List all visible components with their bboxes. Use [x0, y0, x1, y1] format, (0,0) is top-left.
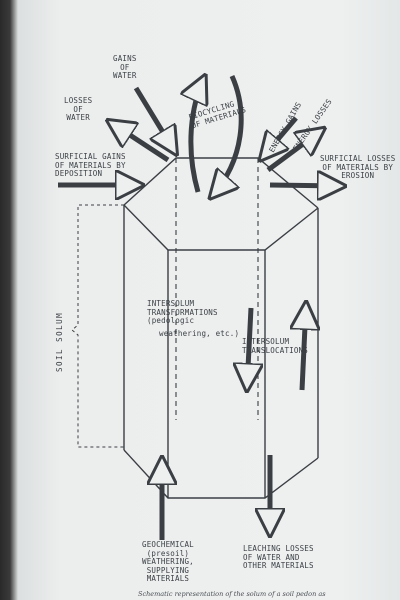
prism-bottom — [123, 449, 319, 499]
figure-caption: Schematic representation of the solum of… — [138, 590, 326, 598]
solum-prism — [123, 157, 319, 499]
gains-of-water-arrow — [133, 86, 175, 152]
biocycling-up-arrow — [191, 78, 204, 193]
prism-front-top — [123, 204, 319, 251]
translocation-down-arrow — [247, 307, 251, 388]
label-geochemical: GEOCHEMICAL (presoil) WEATHERING, SUPPLY… — [142, 540, 194, 583]
biocycling-down-arrow — [212, 74, 244, 196]
losses-of-water-arrow — [110, 122, 170, 163]
label-soil-solum: SOIL SOLUM — [55, 311, 64, 372]
translocation-up-arrow — [302, 305, 306, 391]
energy-losses-arrow — [266, 130, 322, 173]
soil-solum-bracket — [71, 204, 124, 448]
energy-gains-arrow — [262, 116, 298, 158]
label-intersolum-transformations: INTERSOLUM TRANSFORMATIONS (pedologic we… — [147, 299, 240, 338]
surficial-losses-arrow — [269, 185, 342, 186]
